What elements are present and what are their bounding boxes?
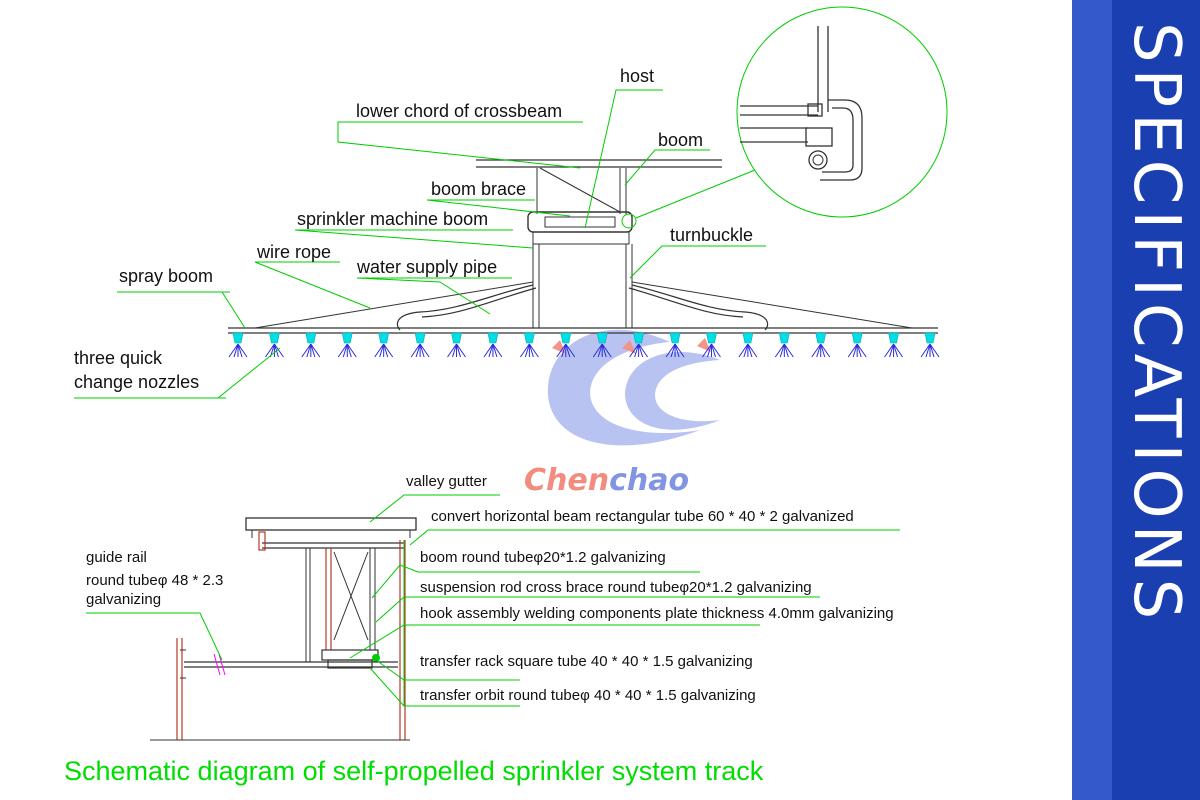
nozzle — [738, 332, 758, 358]
label-turnbuckle: turnbuckle — [670, 225, 753, 245]
label-boom: boom — [658, 130, 703, 150]
diagram-caption: Schematic diagram of self-propelled spri… — [64, 756, 764, 786]
top-elevation-drawing — [228, 159, 940, 358]
nozzle — [483, 332, 503, 358]
detail-callout — [736, 6, 948, 218]
side-panel: SPECIFICATIONS — [1072, 0, 1200, 800]
label-guide-rail-2: round tubeφ 48 * 2.3 — [86, 572, 223, 589]
label-suspension: suspension rod cross brace round tubeφ20… — [420, 579, 812, 596]
nozzle — [374, 332, 394, 358]
label-boom-tube: boom round tubeφ20*1.2 galvanizing — [420, 549, 666, 566]
nozzle — [847, 332, 867, 358]
nozzle — [228, 332, 248, 358]
label-boom-brace: boom brace — [431, 179, 526, 199]
label-wire-rope: wire rope — [256, 242, 331, 262]
bottom-labels: valley gutter convert horizontal beam re… — [86, 473, 894, 704]
nozzle — [629, 332, 649, 358]
nozzle — [410, 332, 430, 358]
label-spray-boom: spray boom — [119, 266, 213, 286]
nozzle — [920, 332, 940, 358]
brand-prefix: Chen — [524, 463, 609, 498]
brand-suffix: chao — [609, 463, 689, 498]
bottom-section-drawing — [150, 517, 417, 741]
label-water-pipe: water supply pipe — [356, 257, 497, 277]
label-nozzles-2: change nozzles — [74, 372, 199, 392]
label-nozzles-1: three quick — [74, 348, 163, 368]
label-transfer-orbit: transfer orbit round tubeφ 40 * 40 * 1.5… — [420, 687, 756, 704]
nozzle — [884, 332, 903, 358]
nozzle — [774, 332, 794, 358]
label-host: host — [620, 66, 654, 86]
nozzle — [556, 332, 576, 358]
top-labels: host lower chord of crossbeam boom boom … — [74, 66, 753, 392]
label-convert-beam: convert horizontal beam rectangular tube… — [431, 508, 854, 525]
bottom-leaders — [86, 494, 900, 707]
nozzle — [265, 332, 284, 358]
nozzle — [592, 332, 612, 358]
label-hook: hook assembly welding components plate t… — [420, 605, 894, 622]
nozzle-row — [228, 332, 940, 358]
top-leaders — [74, 89, 766, 399]
label-guide-rail-1: guide rail — [86, 549, 147, 566]
label-lower-chord: lower chord of crossbeam — [356, 101, 562, 121]
brand-logo: Chenchao — [524, 463, 689, 498]
nozzle — [519, 332, 539, 358]
side-title: SPECIFICATIONS — [1119, 22, 1193, 625]
nozzle — [702, 332, 721, 358]
nozzle — [811, 332, 831, 358]
label-valley-gutter: valley gutter — [406, 473, 487, 490]
nozzle — [301, 332, 321, 358]
nozzle — [447, 332, 466, 358]
nozzle — [337, 332, 357, 358]
label-sprinkler-boom: sprinkler machine boom — [297, 209, 488, 229]
nozzle — [665, 332, 685, 358]
label-guide-rail-3: galvanizing — [86, 591, 161, 608]
label-transfer-rack: transfer rack square tube 40 * 40 * 1.5 … — [420, 653, 753, 670]
watermark-logo — [547, 329, 720, 446]
